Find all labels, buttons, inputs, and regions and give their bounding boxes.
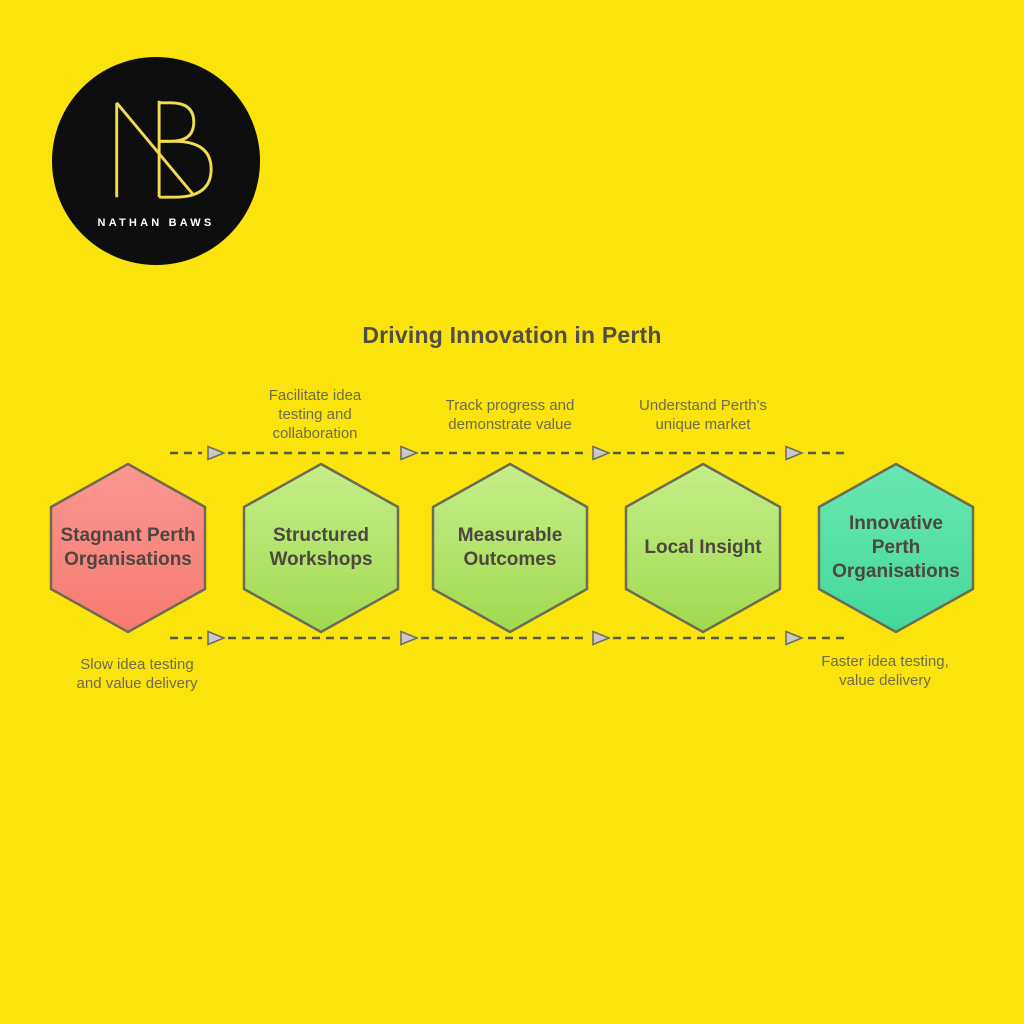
step-hexagon-structured-workshops: Structured Workshops [241, 462, 401, 634]
step-hexagon-innovative-perth-organisations: Innovative Perth Organisations [816, 462, 976, 634]
hexagon-shape [624, 462, 782, 634]
step-label: Structured Workshops [269, 525, 373, 570]
arrowhead-icons [207, 445, 804, 461]
step-label: Local Insight [644, 537, 762, 558]
step-label: Measurable Outcomes [457, 525, 563, 570]
arrowhead-icons [207, 630, 804, 646]
transition-label-3: Understand Perth's unique market [639, 397, 767, 433]
bottom-flow-arrow [170, 630, 850, 646]
step-label: Innovative Perth Organisations [832, 513, 960, 582]
hexagon-shape [817, 462, 975, 634]
hexagon-shape [242, 462, 400, 634]
start-state-note: Slow idea testing and value delivery [76, 656, 198, 692]
end-state-note: Faster idea testing, value delivery [821, 653, 949, 689]
step-hexagon-stagnant-perth-organisations: Stagnant Perth Organisations [48, 462, 208, 634]
top-flow-arrow [170, 445, 850, 461]
brand-logo: NATHAN BAWS [52, 57, 260, 265]
nb-monogram-icon [115, 100, 213, 199]
hexagon-shape [431, 462, 589, 634]
step-hexagon-measurable-outcomes: Measurable Outcomes [430, 462, 590, 634]
brand-name: NATHAN BAWS [97, 217, 215, 229]
diagram-title: Driving Innovation in Perth [362, 322, 662, 348]
transition-label-1: Facilitate idea testing and collaboratio… [268, 387, 362, 442]
step-label: Stagnant Perth Organisations [60, 525, 196, 570]
transition-label-2: Track progress and demonstrate value [445, 397, 575, 433]
step-hexagon-local-insight: Local Insight [623, 462, 783, 634]
hexagon-shape [49, 462, 207, 634]
